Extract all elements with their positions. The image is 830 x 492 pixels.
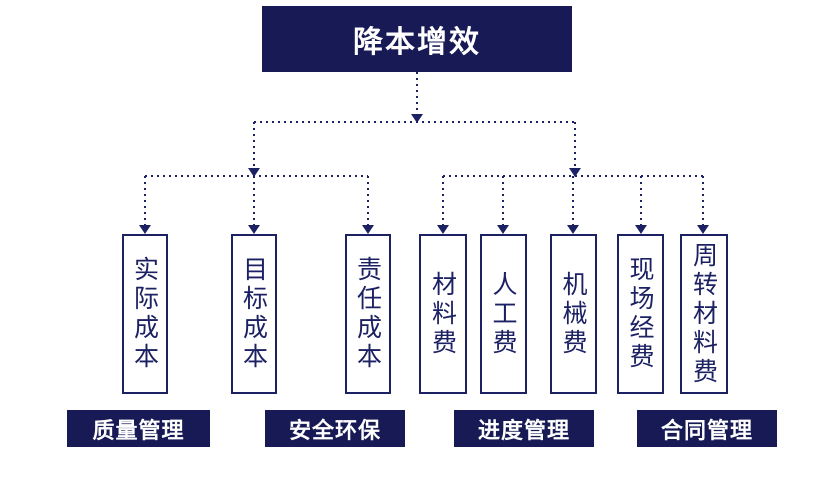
tag-contract: 合同管理 — [637, 410, 777, 447]
node-label: 机械费 — [559, 270, 588, 358]
node-label: 人工费 — [489, 270, 518, 358]
node-label: 材料费 — [428, 270, 458, 358]
root-label: 降本增效 — [353, 25, 481, 60]
tag-label: 进度管理 — [477, 418, 570, 444]
tag-label: 质量管理 — [92, 418, 185, 444]
node-label: 责任成本 — [353, 256, 383, 372]
tag-schedule: 进度管理 — [454, 410, 594, 447]
node-machinery-fee: 机械费 — [550, 234, 597, 394]
node-label: 实际成本 — [130, 256, 160, 372]
tag-label: 合同管理 — [660, 418, 753, 444]
tag-quality: 质量管理 — [67, 410, 210, 447]
node-material-fee: 材料费 — [419, 234, 467, 394]
tag-label: 安全环保 — [288, 418, 381, 444]
node-target-cost: 目标成本 — [231, 234, 277, 394]
node-actual-cost: 实际成本 — [122, 234, 168, 394]
node-label: 现场经费 — [626, 256, 655, 372]
node-labor-fee: 人工费 — [480, 234, 527, 394]
node-responsibility-cost: 责任成本 — [345, 234, 391, 394]
node-site-fee: 现场经费 — [617, 234, 664, 394]
node-label: 目标成本 — [239, 256, 269, 372]
root-node: 降本增效 — [262, 6, 572, 72]
node-turnover-material-fee: 周转材料费 — [680, 234, 728, 394]
node-label: 周转材料费 — [689, 241, 719, 387]
tag-safety: 安全环保 — [265, 410, 405, 447]
